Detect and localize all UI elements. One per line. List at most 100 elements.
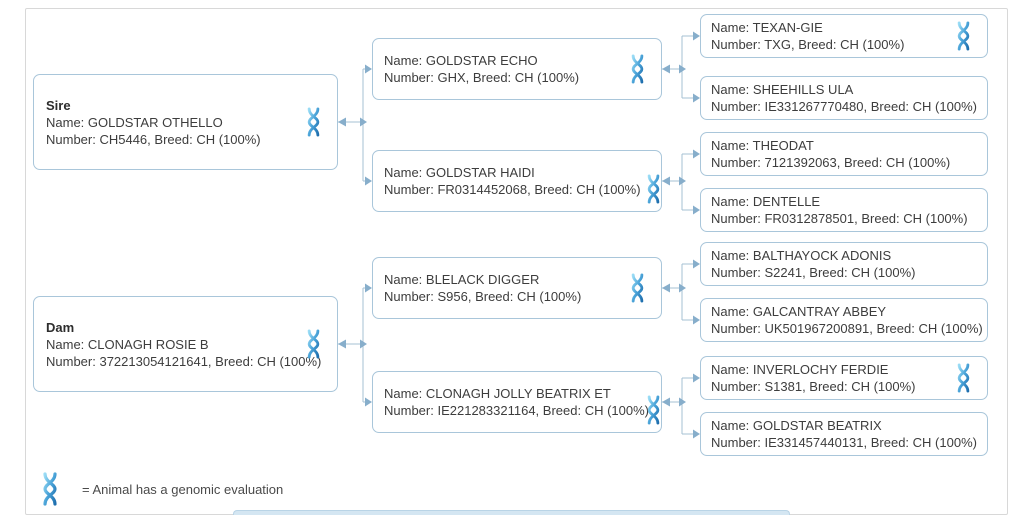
name-value: GOLDSTAR OTHELLO	[87, 114, 223, 130]
number-prefix: Number:	[384, 70, 438, 85]
breed-prefix: , Breed:	[527, 182, 577, 197]
number-prefix: Number:	[711, 265, 765, 280]
dna-icon	[627, 273, 648, 303]
breed-value: CH (100%)	[840, 37, 905, 52]
breed-value: CH (100%)	[903, 211, 968, 226]
number-value: FR0312878501	[764, 211, 855, 226]
node-role: Dam	[46, 319, 75, 335]
pedigree-node-dam-sire-sire[interactable]: Name: BALTHAYOCK ADONIS Number: S2241, B…	[700, 242, 988, 286]
node-number-line: Number: IE331457440131, Breed: CH (100%)	[711, 434, 977, 451]
node-name-line: Name: BALTHAYOCK ADONIS	[711, 247, 953, 264]
node-name-line: Name: GALCANTRAY ABBEY	[711, 303, 953, 320]
node-name-line: Name: THEODAT	[711, 137, 953, 154]
number-prefix: Number:	[46, 353, 100, 369]
node-name-line: Name: CLONAGH ROSIE B	[46, 336, 297, 353]
number-value: TXG	[764, 37, 791, 52]
number-value: S2241	[764, 265, 803, 280]
breed-value: CH (100%)	[885, 155, 951, 170]
number-prefix: Number:	[711, 321, 765, 336]
node-number-line: Number: FR0314452068, Breed: CH (100%)	[384, 181, 641, 198]
name-value: BALTHAYOCK ADONIS	[752, 248, 892, 263]
number-prefix: Number:	[711, 37, 765, 52]
number-prefix: Number:	[711, 379, 765, 394]
breed-prefix: , Breed:	[465, 70, 515, 85]
pedigree-node-sire-dam-dam[interactable]: Name: DENTELLE Number: FR0312878501, Bre…	[700, 188, 988, 232]
breed-value: CH (100%)	[516, 289, 582, 304]
name-value: GALCANTRAY ABBEY	[752, 304, 887, 319]
node-name-line: Name: GOLDSTAR HAIDI	[384, 164, 625, 181]
pedigree-node-sire-sire-sire[interactable]: Name: TEXAN-GIE Number: TXG, Breed: CH (…	[700, 14, 988, 58]
name-value: SHEEHILLS ULA	[752, 82, 854, 97]
name-value: GOLDSTAR HAIDI	[425, 165, 535, 180]
name-prefix: Name:	[711, 362, 753, 377]
name-prefix: Name:	[711, 82, 753, 97]
name-value: CLONAGH ROSIE B	[87, 336, 209, 352]
number-value: IE331267770480	[764, 99, 864, 114]
name-value: GOLDSTAR BEATRIX	[752, 418, 882, 433]
dna-icon	[38, 472, 62, 506]
number-prefix: Number:	[384, 403, 438, 418]
node-number-line: Number: TXG, Breed: CH (100%)	[711, 36, 953, 53]
node-name-line: Name: DENTELLE	[711, 193, 953, 210]
breed-value: CH (100%)	[196, 131, 261, 147]
node-number-line: Number: IE221283321164, Breed: CH (100%)	[384, 402, 649, 419]
name-prefix: Name:	[711, 138, 753, 153]
pedigree-node-dam-dam[interactable]: Name: CLONAGH JOLLY BEATRIX ET Number: I…	[372, 371, 662, 433]
pedigree-node-dam[interactable]: Dam Name: CLONAGH ROSIE B Number: 372213…	[33, 296, 338, 392]
breed-prefix: , Breed:	[802, 379, 852, 394]
breed-prefix: , Breed:	[790, 37, 841, 52]
pedigree-node-dam-dam-dam[interactable]: Name: GOLDSTAR BEATRIX Number: IE3314574…	[700, 412, 988, 456]
dna-icon	[953, 363, 974, 393]
name-value: GOLDSTAR ECHO	[425, 53, 538, 68]
breed-prefix: , Breed:	[147, 131, 197, 147]
name-prefix: Name:	[711, 20, 753, 35]
breed-prefix: , Breed:	[869, 321, 919, 336]
breed-prefix: , Breed:	[467, 289, 517, 304]
pedigree-node-sire-dam-sire[interactable]: Name: THEODAT Number: 7121392063, Breed:…	[700, 132, 988, 176]
breed-value: CH (100%)	[912, 99, 977, 114]
node-name-line: Name: GOLDSTAR OTHELLO	[46, 114, 297, 131]
breed-value: CH (100%)	[851, 379, 916, 394]
name-value: INVERLOCHY FERDIE	[752, 362, 889, 377]
node-role: Sire	[46, 97, 71, 113]
pedigree-node-dam-dam-sire[interactable]: Name: INVERLOCHY FERDIE Number: S1381, B…	[700, 356, 988, 400]
breed-prefix: , Breed:	[207, 353, 258, 369]
node-name-line: Name: BLELACK DIGGER	[384, 271, 625, 288]
dna-icon	[643, 174, 664, 204]
breed-value: CH (100%)	[851, 265, 916, 280]
node-number-line: Number: FR0312878501, Breed: CH (100%)	[711, 210, 968, 227]
pedigree-node-sire-dam[interactable]: Name: GOLDSTAR HAIDI Number: FR031445206…	[372, 150, 662, 212]
pedigree-node-dam-sire-dam[interactable]: Name: GALCANTRAY ABBEY Number: UK5019672…	[700, 298, 988, 342]
node-name-line: Name: CLONAGH JOLLY BEATRIX ET	[384, 385, 625, 402]
node-name-line: Name: TEXAN-GIE	[711, 19, 953, 36]
pedigree-node-sire-sire[interactable]: Name: GOLDSTAR ECHO Number: GHX, Breed: …	[372, 38, 662, 100]
node-name-line: Name: SHEEHILLS ULA	[711, 81, 953, 98]
breed-value: CH (100%)	[918, 321, 983, 336]
name-prefix: Name:	[711, 194, 753, 209]
breed-value: CH (100%)	[584, 403, 649, 418]
breed-prefix: , Breed:	[836, 155, 886, 170]
number-value: GHX	[437, 70, 466, 85]
node-name-line: Name: GOLDSTAR BEATRIX	[711, 417, 953, 434]
name-prefix: Name:	[384, 272, 426, 287]
breed-prefix: , Breed:	[863, 99, 913, 114]
bottom-cropped-element	[233, 510, 790, 515]
node-number-line: Number: IE331267770480, Breed: CH (100%)	[711, 98, 977, 115]
number-value: IE331457440131	[764, 435, 864, 450]
name-prefix: Name:	[711, 248, 753, 263]
number-value: FR0314452068	[437, 182, 528, 197]
name-prefix: Name:	[384, 165, 426, 180]
legend: = Animal has a genomic evaluation	[38, 472, 283, 506]
pedigree-node-sire[interactable]: Sire Name: GOLDSTAR OTHELLO Number: CH54…	[33, 74, 338, 170]
node-number-line: Number: GHX, Breed: CH (100%)	[384, 69, 625, 86]
pedigree-node-dam-sire[interactable]: Name: BLELACK DIGGER Number: S956, Breed…	[372, 257, 662, 319]
number-value: 372213054121641	[99, 353, 208, 369]
name-prefix: Name:	[711, 418, 753, 433]
name-value: THEODAT	[752, 138, 814, 153]
pedigree-node-sire-sire-dam[interactable]: Name: SHEEHILLS ULA Number: IE3312677704…	[700, 76, 988, 120]
name-prefix: Name:	[46, 336, 88, 352]
number-value: CH5446	[99, 131, 148, 147]
legend-text: = Animal has a genomic evaluation	[82, 481, 284, 497]
node-number-line: Number: S2241, Breed: CH (100%)	[711, 264, 953, 281]
name-value: TEXAN-GIE	[752, 20, 823, 35]
